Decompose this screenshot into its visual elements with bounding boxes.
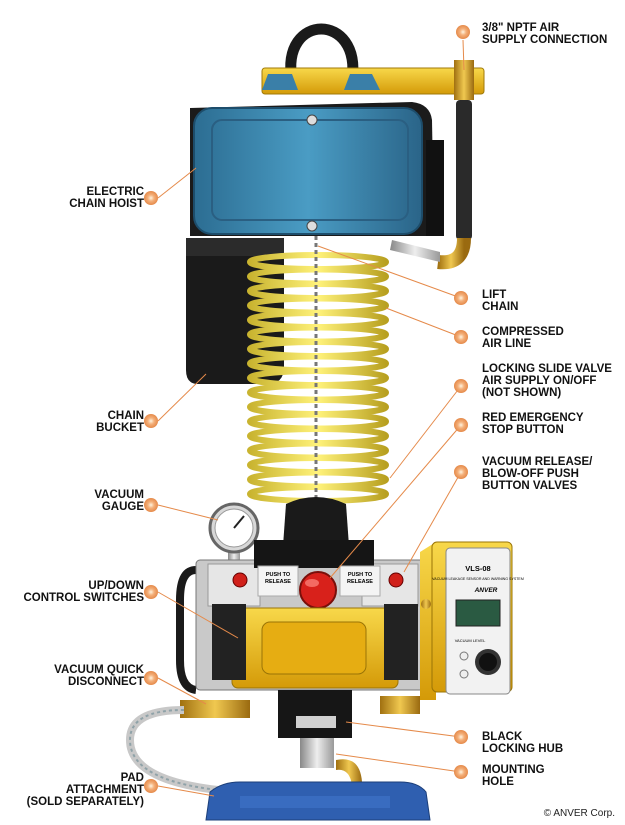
callout-release-valves: VACUUM RELEASE/ BLOW-OFF PUSH BUTTON VAL… [482,456,592,492]
callout-line: 3/8" NPTF AIR [482,22,560,34]
push-release-left-1: PUSH TO [266,572,291,578]
callout-slide-valve: LOCKING SLIDE VALVE AIR SUPPLY ON/OFF (N… [482,363,612,399]
callout-line: (NOT SHOWN) [482,387,562,399]
callout-line: COMPRESSED [482,326,564,338]
callout-pad: PAD ATTACHMENT (SOLD SEPARATELY) [27,772,144,808]
callout-air-line: COMPRESSED AIR LINE [482,326,564,350]
callout-dot [144,191,158,205]
callout-line: PAD [120,772,144,784]
callout-line: BUCKET [96,422,144,434]
callout-line: RED EMERGENCY [482,412,584,424]
callout-line: AIR LINE [482,338,532,350]
callout-dot [456,25,470,39]
callout-dot [454,465,468,479]
push-release-right-2: RELEASE [347,579,373,585]
callout-hoist: ELECTRIC CHAIN HOIST [69,186,144,210]
callout-line: LIFT [482,289,507,301]
callout-line: LOCKING HUB [482,743,564,755]
callout-dot [454,291,468,305]
callout-dot [454,418,468,432]
callout-line: CHAIN [107,410,144,422]
callout-chain-bucket: CHAIN BUCKET [96,410,144,434]
callout-line: VACUUM [94,489,144,501]
callout-line: CHAIN [482,301,519,313]
callout-dot [144,585,158,599]
callout-gauge: VACUUM GAUGE [94,489,144,513]
callout-air-supply: 3/8" NPTF AIR SUPPLY CONNECTION [482,22,607,46]
push-release-left-2: RELEASE [265,579,291,585]
callout-line: CHAIN HOIST [69,198,144,210]
callout-line: (SOLD SEPARATELY) [26,796,144,808]
callout-line: BLOW-OFF PUSH [482,468,579,480]
callout-line: CONTROL SWITCHES [23,592,144,604]
callout-line: BUTTON VALVES [482,480,578,492]
callout-line: VACUUM QUICK [54,664,144,676]
callout-dot [144,498,158,512]
callout-dot [144,671,158,685]
callout-dot [454,379,468,393]
callout-dot [144,414,158,428]
vls-subtitle: VACUUM LEAKAGE SENSOR AND WARNING SYSTEM [432,577,524,581]
callout-line: BLACK [482,731,523,743]
callout-updown: UP/DOWN CONTROL SWITCHES [23,580,144,604]
callout-lift-chain: LIFT CHAIN [482,289,518,313]
callout-line: MOUNTING [482,764,545,776]
vls-brand: ANVER [474,587,498,594]
callout-line: UP/DOWN [88,580,144,592]
callout-locking-hub: BLACK LOCKING HUB [482,731,563,755]
callout-dot [144,779,158,793]
callout-line: SUPPLY CONNECTION [482,34,608,46]
callout-line: ELECTRIC [86,186,145,198]
copyright-credit: © ANVER Corp. [543,808,615,819]
callout-line: ATTACHMENT [65,784,144,796]
vls-vacuum-level: VACUUM LEVEL [455,638,486,643]
callout-line: GAUGE [101,501,144,513]
push-release-right-1: PUSH TO [348,572,373,578]
callout-estop: RED EMERGENCY STOP BUTTON [482,412,584,436]
callout-dot [454,765,468,779]
callout-dot [454,330,468,344]
callout-line: VACUUM RELEASE/ [482,456,593,468]
callout-line: STOP BUTTON [482,424,564,436]
callout-line: DISCONNECT [67,676,144,688]
callout-dot [454,730,468,744]
callout-line: LOCKING SLIDE VALVE [482,363,612,375]
callout-line: AIR SUPPLY ON/OFF [482,375,597,387]
vls-title: VLS-08 [465,564,490,573]
callout-line: HOLE [482,776,514,788]
callout-mounting-hole: MOUNTING HOLE [482,764,545,788]
callout-quick-disconnect: VACUUM QUICK DISCONNECT [54,664,144,688]
